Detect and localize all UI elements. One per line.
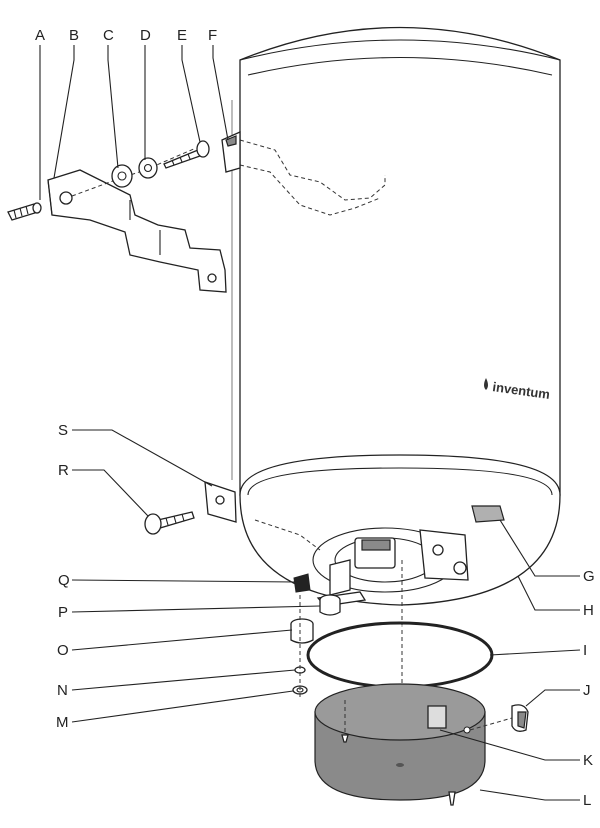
part-r-bolt xyxy=(144,511,195,535)
label-l: L xyxy=(583,792,591,809)
label-p: P xyxy=(58,604,68,621)
part-j-grommet xyxy=(511,704,529,732)
bracket-outline-dashed xyxy=(239,139,386,216)
boiler-tank xyxy=(231,26,561,496)
part-s-bottom-bracket xyxy=(204,481,237,523)
label-b: B xyxy=(69,27,79,44)
part-i-sealing-ring xyxy=(306,621,494,689)
part-e-screw xyxy=(163,140,210,169)
label-q: Q xyxy=(58,572,70,589)
part-b-wall-bracket xyxy=(47,169,227,293)
part-k-dot xyxy=(463,726,471,734)
part-l-bottom-cover xyxy=(314,683,486,801)
label-a: A xyxy=(35,27,45,44)
part-q-knob xyxy=(293,573,311,593)
label-r: R xyxy=(58,462,69,479)
label-j: J xyxy=(583,682,591,699)
leader-lines xyxy=(39,45,581,801)
part-c-washer xyxy=(111,164,133,188)
label-d: D xyxy=(140,27,151,44)
part-labels: A B C D E F S R Q P O N M G H I J K L xyxy=(35,27,595,809)
tank-bottom-cap xyxy=(239,454,561,606)
label-f: F xyxy=(208,27,217,44)
part-d-washer xyxy=(138,157,158,179)
label-k: K xyxy=(583,752,593,769)
label-i: I xyxy=(583,642,587,659)
label-g: G xyxy=(583,568,595,585)
label-e: E xyxy=(177,27,187,44)
part-p-cap xyxy=(319,594,341,616)
label-n: N xyxy=(57,682,68,699)
label-m: M xyxy=(56,714,69,731)
part-o-sleeve xyxy=(290,618,314,644)
label-h: H xyxy=(583,602,594,619)
cover-screws xyxy=(341,700,456,806)
label-o: O xyxy=(57,642,69,659)
part-f-tank-bracket xyxy=(221,130,241,173)
part-a-wall-plug xyxy=(7,202,42,221)
label-s: S xyxy=(58,422,68,439)
label-c: C xyxy=(103,27,114,44)
data-plate xyxy=(471,505,505,523)
